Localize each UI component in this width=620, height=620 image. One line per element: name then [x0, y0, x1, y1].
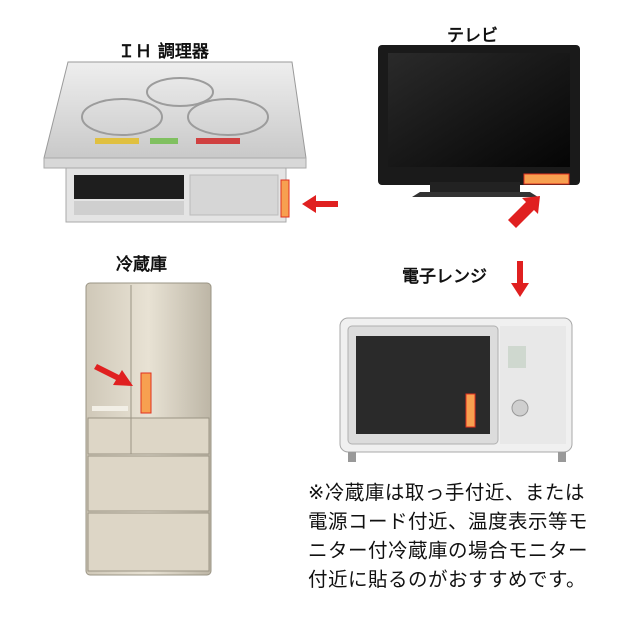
advice-note: ※冷蔵庫は取っ手付近、または 電源コード付近、温度表示等モ ニター付冷蔵庫の場合… — [308, 478, 608, 594]
fridge-label: 冷蔵庫 — [116, 255, 167, 275]
fridge-sticker — [140, 372, 152, 414]
tv-arrow — [508, 196, 540, 228]
ih-label: ＩＨ 調理器 — [118, 42, 209, 62]
ih-cooker-image — [43, 61, 307, 223]
microwave-label: 電子レンジ — [402, 267, 487, 287]
note-line: 電源コード付近、温度表示等モ — [308, 510, 589, 533]
tv-sticker — [523, 173, 570, 185]
note-line: ニター付冷蔵庫の場合モニター — [308, 539, 589, 562]
fridge-arrow — [94, 364, 133, 386]
ih-arrow — [302, 195, 338, 213]
microwave-image — [339, 317, 573, 462]
note-line: 付近に貼るのがおすすめです。 — [308, 568, 587, 591]
note-line: ※冷蔵庫は取っ手付近、または — [308, 481, 585, 504]
tv-image — [378, 45, 580, 197]
tv-label: テレビ — [447, 26, 498, 46]
ih-sticker — [280, 179, 290, 218]
fridge-image — [85, 282, 212, 576]
microwave-sticker — [465, 393, 476, 428]
microwave-arrow — [511, 261, 529, 297]
